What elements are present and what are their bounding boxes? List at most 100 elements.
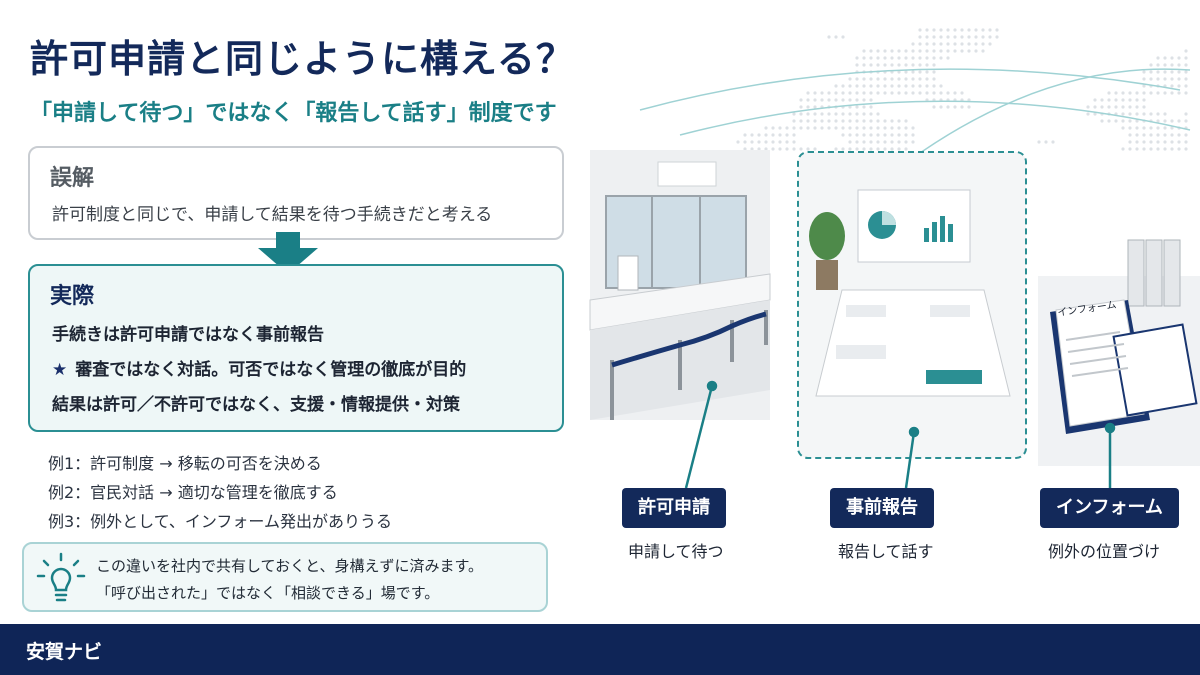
map-dot	[974, 49, 978, 53]
map-dot	[1142, 84, 1146, 88]
map-dot	[883, 91, 887, 95]
map-dot	[925, 49, 929, 53]
map-dot	[932, 77, 936, 81]
map-dot	[939, 49, 943, 53]
map-dot	[862, 63, 866, 67]
map-dot	[974, 35, 978, 39]
map-dot	[904, 63, 908, 67]
map-dot	[1149, 133, 1153, 137]
map-dot	[743, 140, 747, 144]
map-dot	[890, 126, 894, 130]
map-dot	[960, 105, 964, 109]
map-dot	[960, 35, 964, 39]
map-dot	[1121, 126, 1125, 130]
map-dot	[1142, 98, 1146, 102]
map-dot	[785, 147, 789, 151]
map-dot	[862, 140, 866, 144]
map-dot	[771, 140, 775, 144]
map-dot	[848, 84, 852, 88]
misconception-text: 許可制度と同じで、申請して結果を待つ手続きだと考える	[52, 205, 493, 225]
map-dot	[813, 147, 817, 151]
map-dot	[1184, 119, 1188, 123]
map-dot	[834, 98, 838, 102]
map-dot	[1184, 70, 1188, 74]
map-dot	[764, 147, 768, 151]
map-dot	[946, 105, 950, 109]
map-dot	[1163, 91, 1167, 95]
map-dot	[918, 77, 922, 81]
map-dot	[1170, 126, 1174, 130]
map-dot	[1149, 147, 1153, 151]
map-dot	[925, 91, 929, 95]
map-dot	[1128, 105, 1132, 109]
map-dot	[834, 91, 838, 95]
map-dot	[1163, 147, 1167, 151]
map-dot	[939, 35, 943, 39]
map-dot	[876, 56, 880, 60]
map-dot	[960, 42, 964, 46]
map-dot	[876, 119, 880, 123]
map-dot	[911, 77, 915, 81]
map-dots-group	[736, 28, 1188, 151]
map-dot	[1156, 70, 1160, 74]
map-dot	[876, 133, 880, 137]
map-dot	[890, 84, 894, 88]
map-dot	[1184, 147, 1188, 151]
map-dot	[827, 112, 831, 116]
map-dot	[848, 112, 852, 116]
map-dot	[869, 119, 873, 123]
map-dot	[799, 119, 803, 123]
map-dot	[883, 84, 887, 88]
map-dot	[820, 98, 824, 102]
map-dot	[827, 119, 831, 123]
map-dot	[855, 63, 859, 67]
map-dot	[890, 56, 894, 60]
map-dot	[869, 98, 873, 102]
map-dot	[820, 91, 824, 95]
map-dot	[792, 133, 796, 137]
map-dot	[1170, 140, 1174, 144]
map-dot	[1051, 140, 1055, 144]
map-dot	[918, 56, 922, 60]
map-dot	[988, 42, 992, 46]
map-dot	[918, 91, 922, 95]
map-dot	[946, 49, 950, 53]
map-dot	[764, 126, 768, 130]
map-dot	[1149, 70, 1153, 74]
map-dot	[1135, 112, 1139, 116]
map-dot	[813, 91, 817, 95]
map-dot	[897, 126, 901, 130]
map-dot	[848, 91, 852, 95]
map-dot	[862, 133, 866, 137]
map-dot	[897, 140, 901, 144]
map-dot	[855, 133, 859, 137]
map-dot	[953, 49, 957, 53]
map-dot	[848, 147, 852, 151]
map-dot	[967, 49, 971, 53]
page-subtitle: 「申請して待つ」ではなく「報告して話す」制度です	[30, 101, 557, 126]
map-dot	[855, 91, 859, 95]
map-dot	[897, 133, 901, 137]
map-dot	[1114, 91, 1118, 95]
map-dot	[813, 105, 817, 109]
map-dot	[1135, 98, 1139, 102]
map-dot	[869, 84, 873, 88]
map-dot	[932, 91, 936, 95]
map-dot	[911, 42, 915, 46]
map-dot	[904, 56, 908, 60]
map-dot	[757, 140, 761, 144]
map-dot	[848, 105, 852, 109]
map-dot	[1142, 91, 1146, 95]
map-dot	[1107, 91, 1111, 95]
map-dot	[841, 147, 845, 151]
map-dot	[988, 28, 992, 32]
map-dot	[869, 77, 873, 81]
map-dot	[1142, 133, 1146, 137]
map-dot	[876, 84, 880, 88]
map-dot	[946, 56, 950, 60]
map-dot	[1163, 56, 1167, 60]
map-dot	[1149, 112, 1153, 116]
map-dot	[1156, 133, 1160, 137]
map-dot	[1177, 70, 1181, 74]
map-dot	[785, 133, 789, 137]
